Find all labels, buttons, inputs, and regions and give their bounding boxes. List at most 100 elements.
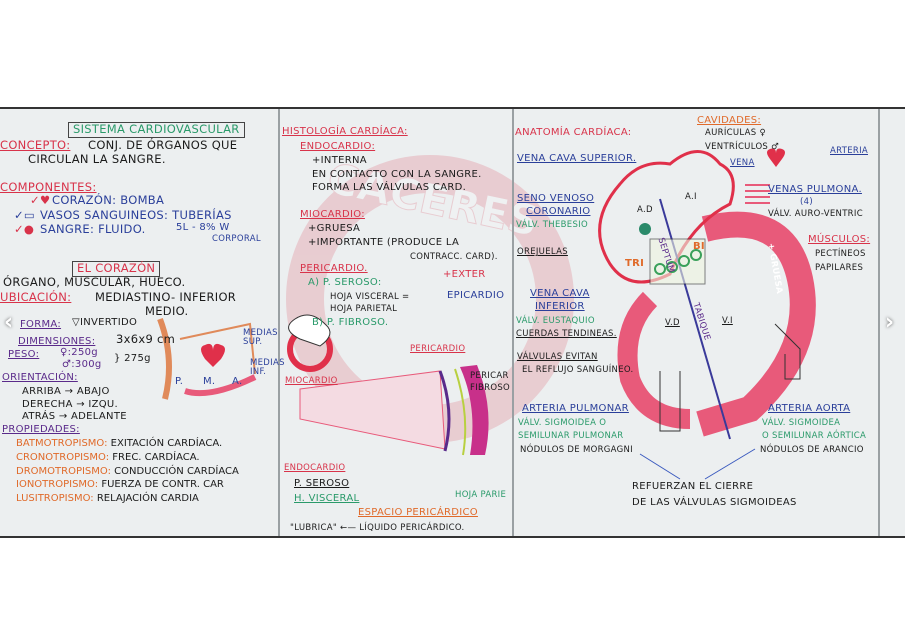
propiedad-nombre: DROMOTROPISMO:: [16, 466, 111, 477]
nodulos-morgagni: NÓDULOS DE MORGAGNI: [520, 445, 633, 455]
diagram-pericar: PERICAR: [470, 371, 509, 381]
valv-sigmoidea-pulmonar: VÁLV. SIGMOIDEA O: [518, 418, 607, 428]
endocardio-3: FORMA LAS VÁLVULAS CARD.: [312, 182, 467, 193]
sangre-corporal: CORPORAL: [212, 234, 261, 244]
ubicacion-label: UBICACIÓN:: [0, 290, 72, 304]
heart-position-diagram: [157, 317, 257, 400]
refuerzan-2: DE LAS VÁLVULAS SIGMOIDEAS: [632, 497, 797, 508]
medias-inf-label: MEDIAS INF.: [250, 358, 285, 377]
diagram-fibroso: FIBROSO: [470, 383, 511, 393]
previous-arrow-icon[interactable]: ‹: [4, 310, 14, 335]
vena-cava-inferior: VENA CAVA: [530, 288, 590, 299]
endocardio-2: EN CONTACTO CON LA SANGRE.: [312, 169, 482, 180]
forma-label: FORMA:: [20, 319, 62, 330]
valv-auro-ventric: VÁLV. AURO-VENTRIC: [768, 209, 863, 219]
concepto-text-2: CIRCULAN LA SANGRE.: [28, 152, 166, 166]
title-sistema-cardiovascular: SISTEMA CARDIOVASCULAR: [68, 122, 245, 138]
dimensiones-text: 3x6x9 cm: [116, 332, 176, 346]
orientacion-1: ARRIBA → ABAJO: [22, 386, 110, 397]
drawings: CACERES: [157, 148, 816, 480]
valv-sigmoidea-aortica: VÁLV. SIGMOIDEA: [762, 418, 841, 428]
propiedad-item: LUSITROPISMO: RELAJACIÓN CARDIA: [16, 494, 199, 504]
arteria: ARTERIA: [830, 146, 868, 156]
peso-hombre: ♂:300g: [62, 359, 102, 370]
p-fibroso: B) P. FIBROSO.: [312, 317, 389, 328]
musculos-label: MÚSCULOS:: [808, 234, 871, 245]
propiedad-item: IONOTROPISMO: FUERZA DE CONTR. CAR: [16, 480, 224, 490]
componente-vasos: VASOS SANGUINEOS: TUBERÍAS: [40, 208, 232, 222]
peso-promedio: } 275g: [114, 353, 151, 364]
atrio-izquierdo: A.I: [685, 192, 697, 202]
propiedad-desc: RELAJACIÓN CARDIA: [96, 493, 199, 504]
diagram-pericardio: PERICARDIO: [410, 344, 466, 354]
bicuspide: BI: [693, 241, 705, 252]
espacio-pericardico: ESPACIO PERICÁRDICO: [358, 507, 478, 518]
propiedad-item: BATMOTROPISMO: EXITACIÓN CARDÍACA.: [16, 439, 222, 449]
peso-label: PESO:: [8, 349, 40, 360]
panel-divider: [278, 109, 280, 536]
peso-mujer: ♀:250g: [60, 347, 98, 358]
externo-label: +EXTER: [443, 269, 486, 280]
pectineos: PECTÍNEOS: [815, 249, 866, 259]
coronario: CORONARIO: [526, 206, 591, 217]
vessel-icon: ✓▭: [14, 208, 36, 222]
propiedad-desc: FUERZA DE CONTR. CAR: [101, 479, 224, 490]
seno-venoso: SENO VENOSO: [517, 193, 595, 204]
posterior-label: P.: [175, 376, 184, 387]
pericardio-label: PERICARDIO.: [300, 263, 368, 274]
diagram-miocardio: MIOCARDIO: [285, 376, 338, 386]
nodulos-arancio: NÓDULOS DE ARANCIO: [760, 445, 864, 455]
cuerdas-tendineas: CUERDAS TENDINEAS.: [516, 329, 617, 339]
diagram-hoja-parietal: HOJA PARIE: [455, 490, 507, 500]
title-histologia: HISTOLOGÍA CARDÍACA:: [282, 126, 408, 137]
blood-drop-icon: ✓●: [14, 222, 35, 236]
diagram-p-seroso: P. SEROSO: [294, 478, 350, 489]
propiedades-label: PROPIEDADES:: [2, 424, 80, 435]
orejuelas: OREJUELAS: [517, 247, 568, 257]
epicardio: EPICARDIO: [447, 290, 505, 301]
hoja-parietal: HOJA PARIETAL: [330, 304, 398, 314]
diagram-endocardio: ENDOCARDIO: [284, 463, 346, 473]
propiedad-desc: EXITACIÓN CARDÍACA.: [110, 438, 223, 449]
concepto-text: CONJ. DE ÓRGANOS QUE: [88, 138, 238, 152]
ventriculo-derecho: V.D: [665, 318, 680, 328]
reflujo: EL REFLUJO SANGUÍNEO.: [522, 365, 634, 375]
papilares: PAPILARES: [815, 263, 864, 273]
tricuspide: TRI: [625, 258, 645, 269]
propiedad-nombre: BATMOTROPISMO:: [16, 438, 108, 449]
ubicacion-text-2: MEDIO.: [145, 304, 189, 318]
vena-cava-superior: VENA CAVA SUPERIOR.: [517, 153, 637, 164]
arteria-aorta: ARTERIA AORTA: [768, 403, 851, 414]
miocardio-label: MIOCARDIO:: [300, 209, 365, 220]
ventriculos: VENTRÍCULOS ♂: [705, 142, 780, 152]
medio-label: M.: [203, 376, 216, 387]
orientacion-3: ATRÁS → ADELANTE: [22, 411, 127, 422]
semilunar-pulmonar: SEMILUNAR PULMONAR: [518, 431, 624, 441]
liquido-pericardico: "LUBRICA" ←— LÍQUIDO PERICÁRDICO.: [290, 523, 465, 533]
medias-sup-label: MEDIAS SUP.: [243, 328, 278, 347]
semilunar-aortica: O SEMILUNAR AÓRTICA: [762, 431, 867, 441]
endocardio-1: +INTERNA: [312, 155, 367, 166]
dimensiones-label: DIMENSIONES:: [18, 336, 96, 347]
title-el-corazon: EL CORAZÓN: [72, 261, 161, 277]
vena: VENA: [730, 158, 755, 168]
heart-icon: ✓♥: [30, 193, 51, 207]
propiedad-item: CRONOTROPISMO: FREC. CARDÍACA.: [16, 453, 200, 463]
inferior: INFERIOR: [535, 301, 585, 312]
anterior-label: A.: [232, 376, 243, 387]
next-arrow-icon[interactable]: ›: [885, 310, 895, 335]
title-anatomia: ANATOMÍA CARDÍACA:: [515, 127, 632, 138]
propiedad-desc: CONDUCCIÓN CARDÍACA: [114, 466, 239, 477]
heart-anatomy-diagram: [598, 148, 816, 440]
valvulas-evitan: VÁLVULAS EVITAN: [517, 352, 598, 362]
miocardio-2: +IMPORTANTE (PRODUCE LA: [308, 237, 460, 248]
propiedad-desc: FREC. CARDÍACA.: [112, 452, 200, 463]
diagram-h-visceral: H. VISCERAL: [294, 493, 360, 504]
miocardio-1: +GRUESA: [308, 223, 361, 234]
refuerzan-1: REFUERZAN EL CIERRE: [632, 481, 754, 492]
valv-eustaquio: VÁLV. EUSTAQUIO: [516, 316, 595, 326]
atrio-derecho: A.D: [637, 205, 653, 215]
hoja-visceral: HOJA VISCERAL =: [330, 292, 410, 302]
concepto-label: CONCEPTO:: [0, 138, 71, 152]
venas-pulmonares: VENAS PULMONA.: [768, 184, 862, 195]
